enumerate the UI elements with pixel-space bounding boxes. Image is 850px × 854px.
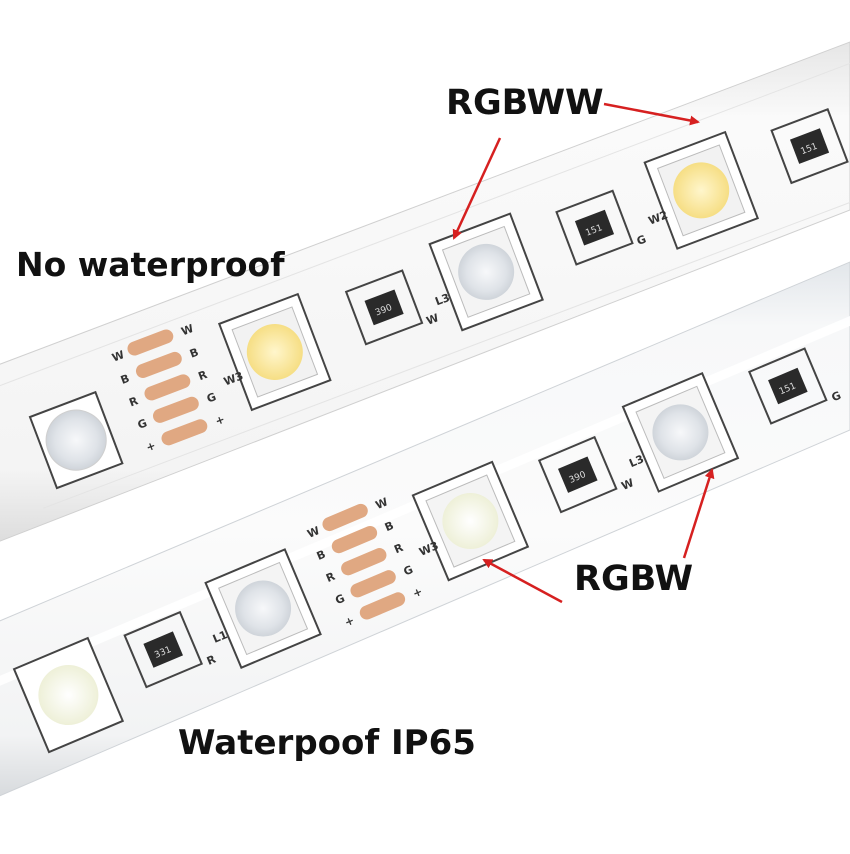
pad-label-g: G [136, 416, 149, 431]
resistor-390: 390 W [344, 269, 441, 346]
rgbww-label: RGBWW [446, 83, 604, 123]
resistor-151-top-a: 151 G [555, 189, 648, 266]
arrow-rgbww-to-left-led [452, 137, 502, 240]
arrow-rgbw-to-white-led [482, 558, 563, 604]
pad-label-plus: + [144, 439, 157, 454]
warm-white-led-w2: W2 [643, 130, 760, 250]
cool-white-led-left [12, 636, 125, 754]
pad-label-w-bottom-right: W [374, 495, 390, 512]
channel-label-l3-bottom: L3 [627, 452, 646, 470]
strip-no-waterproof: W B R G + W B R G + W3 39 [0, 41, 850, 542]
rgb-led-left-top [28, 390, 124, 490]
letter-w-top: W [425, 311, 441, 327]
pad-label-plus-right: + [213, 413, 226, 428]
letter-g-top: G [635, 233, 648, 248]
pad-label-g-right: G [205, 390, 218, 405]
arrow-rgbww-to-top-right-led [603, 102, 700, 126]
pad-label-w: W [110, 348, 126, 364]
strip-waterproof: 331 R L1 W B R G [0, 261, 850, 797]
channel-label-l3-top: L3 [433, 291, 451, 308]
resistor-390-bottom: 390 W [537, 435, 636, 514]
rgbw-led-l1: L1 [204, 548, 322, 669]
pad-label-w-right: W [179, 322, 195, 338]
letter-w-bottom: W [620, 476, 636, 493]
rgbw-led-l3-top: L3 [428, 212, 544, 332]
warm-white-led-w3: W3 [217, 292, 332, 412]
resistor-151-bottom: 151 G [748, 347, 843, 425]
pad-label-w-bottom: W [305, 524, 321, 541]
channel-label-l1: L1 [211, 628, 230, 646]
arrow-rgbw-to-right-led [682, 468, 715, 559]
waterproof-ip65-label: Waterpoof IP65 [178, 723, 476, 763]
rgbw-led-l3-bottom: L3 [621, 371, 740, 493]
rgbw-label: RGBW [574, 559, 694, 599]
callout-arrows [452, 102, 715, 604]
resistor-151-top-b: 151 B [770, 107, 849, 185]
copper-pads-top [127, 329, 208, 446]
no-waterproof-label: No waterproof [16, 245, 285, 284]
copper-pads-bottom [322, 503, 406, 620]
